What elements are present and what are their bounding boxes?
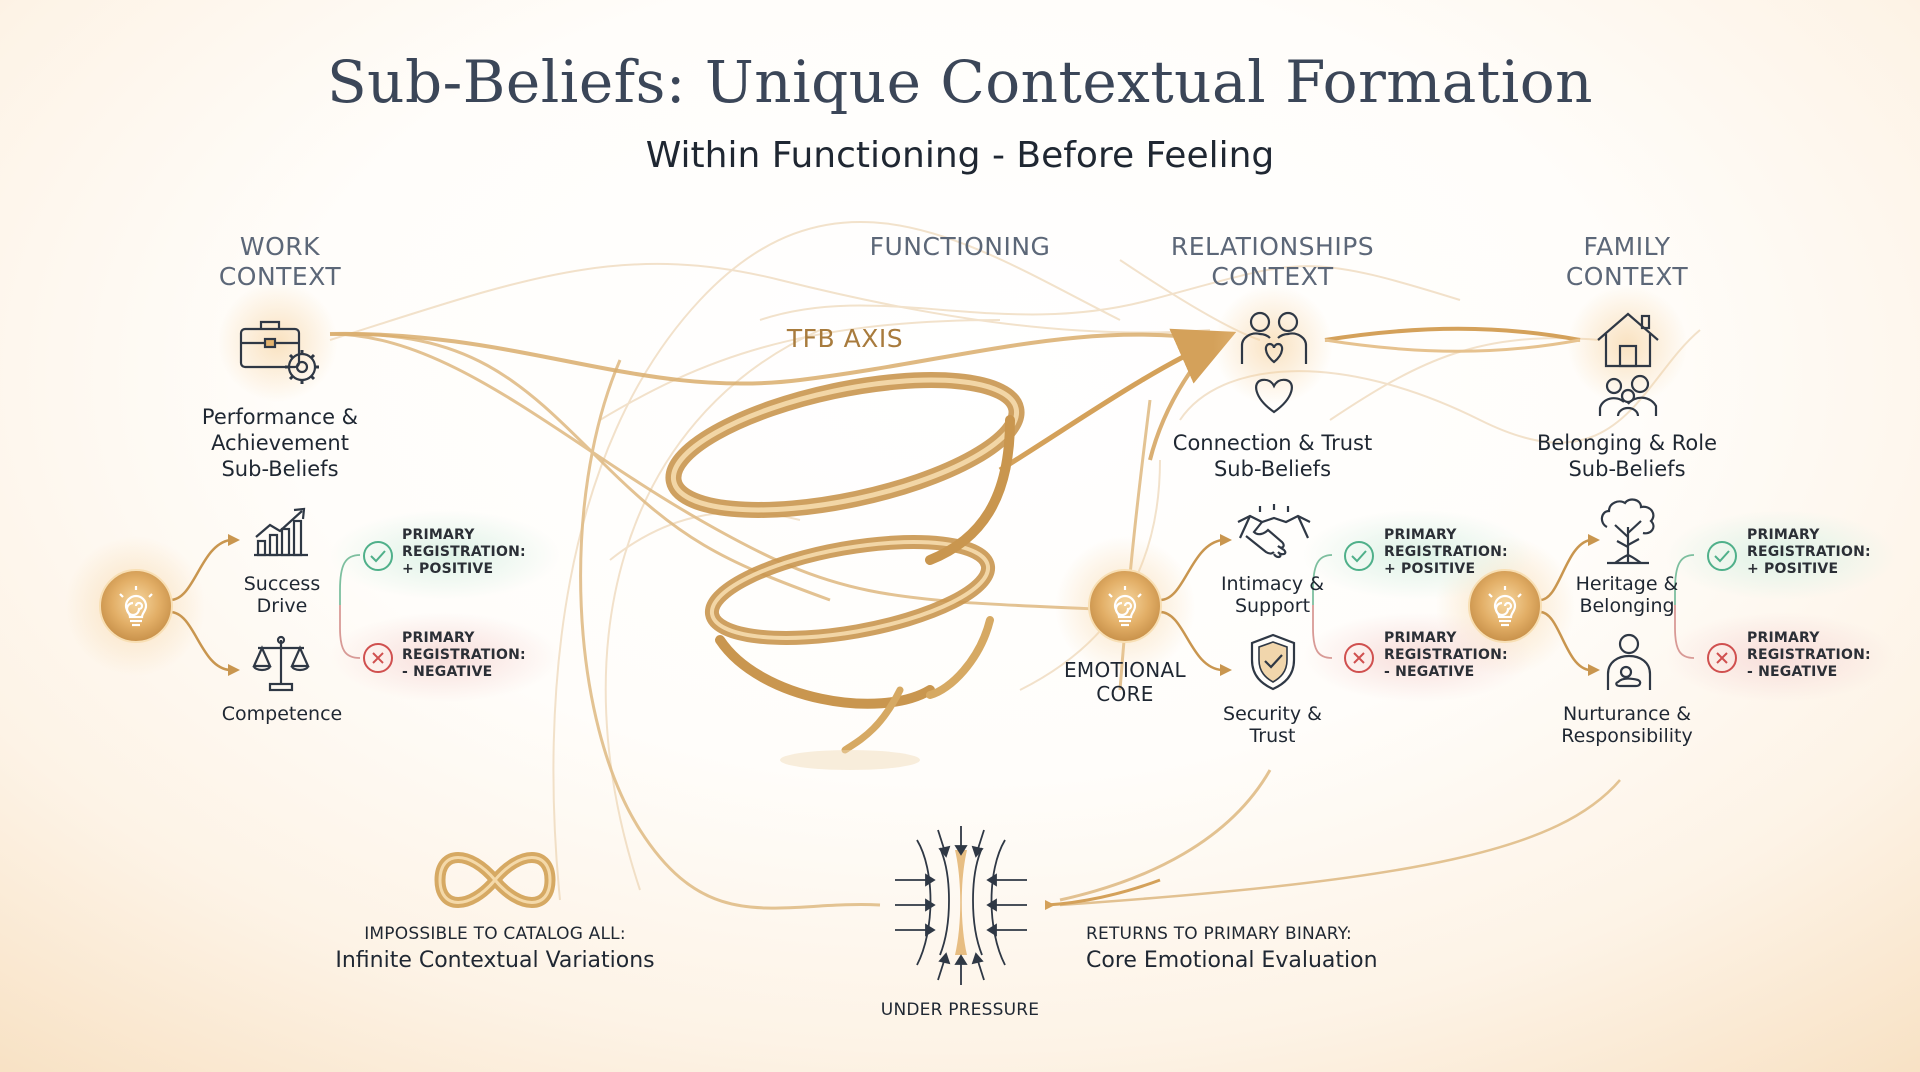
- shield-check-icon: [1248, 632, 1298, 692]
- binary-text: Core Emotional Evaluation: [1086, 948, 1378, 973]
- house-family-icon: [1594, 310, 1662, 418]
- positive-check-icon: [362, 540, 394, 572]
- growth-chart-icon: [250, 505, 312, 559]
- catalog-caption: IMPOSSIBLE TO CATALOG ALL:: [364, 924, 626, 944]
- intimacy-support-label: Intimacy & Support: [1220, 573, 1325, 617]
- competence-label: Competence: [221, 703, 343, 725]
- negative-x-icon: [362, 642, 394, 674]
- family-context-title: FAMILY CONTEXT: [1565, 232, 1689, 291]
- relationships-sub-beliefs-label: Connection & Trust Sub-Beliefs: [1172, 431, 1373, 481]
- page-subtitle: Within Functioning - Before Feeling: [645, 135, 1275, 176]
- infinity-icon: [440, 850, 550, 910]
- functioning-label: FUNCTIONING: [869, 232, 1051, 261]
- page-title: Sub-Beliefs: Unique Contextual Formation: [326, 48, 1594, 116]
- negative-x-icon: [1706, 642, 1738, 674]
- emotional-core-label: EMOTIONAL CORE: [1064, 658, 1186, 706]
- primary-registration-positive-work: PRIMARY REGISTRATION: + POSITIVE: [402, 527, 526, 577]
- relationships-context-title: RELATIONSHIPS CONTEXT: [1170, 232, 1375, 291]
- nurturance-responsibility-label: Nurturance & Responsibility: [1561, 703, 1693, 747]
- success-drive-label: Success Drive: [243, 573, 321, 617]
- work-context-title: WORK CONTEXT: [218, 232, 342, 291]
- scales-icon: [250, 632, 312, 694]
- emotional-core-node-family: [1467, 568, 1543, 648]
- positive-check-icon: [1343, 540, 1375, 572]
- primary-registration-negative-work: PRIMARY REGISTRATION: - NEGATIVE: [402, 630, 526, 680]
- catalog-text: Infinite Contextual Variations: [335, 948, 655, 973]
- tfb-axis-label: TFB AXIS: [786, 324, 904, 353]
- briefcase-gear-icon: [237, 315, 327, 390]
- under-pressure-label: UNDER PRESSURE: [880, 1000, 1040, 1020]
- primary-registration-positive-family: PRIMARY REGISTRATION: + POSITIVE: [1747, 527, 1871, 577]
- parent-child-icon: [1604, 632, 1654, 694]
- handshake-icon: [1236, 504, 1312, 560]
- tree-icon: [1597, 497, 1659, 567]
- binary-caption: RETURNS TO PRIMARY BINARY:: [1086, 924, 1352, 944]
- emotional-core-node-center: [1087, 568, 1163, 648]
- primary-registration-positive-relationships: PRIMARY REGISTRATION: + POSITIVE: [1384, 527, 1508, 577]
- security-trust-label: Security & Trust: [1223, 703, 1322, 747]
- family-sub-beliefs-label: Belonging & Role Sub-Beliefs: [1536, 431, 1718, 481]
- pressure-lens-icon: [892, 820, 1032, 990]
- heritage-belonging-label: Heritage & Belonging: [1575, 573, 1679, 617]
- primary-registration-negative-family: PRIMARY REGISTRATION: - NEGATIVE: [1747, 630, 1871, 680]
- couple-heart-icon: [1238, 308, 1310, 416]
- emotional-core-node-work: [98, 568, 174, 648]
- positive-check-icon: [1706, 540, 1738, 572]
- work-sub-beliefs-label: Performance & Achievement Sub-Beliefs: [201, 405, 359, 481]
- negative-x-icon: [1343, 642, 1375, 674]
- primary-registration-negative-relationships: PRIMARY REGISTRATION: - NEGATIVE: [1384, 630, 1508, 680]
